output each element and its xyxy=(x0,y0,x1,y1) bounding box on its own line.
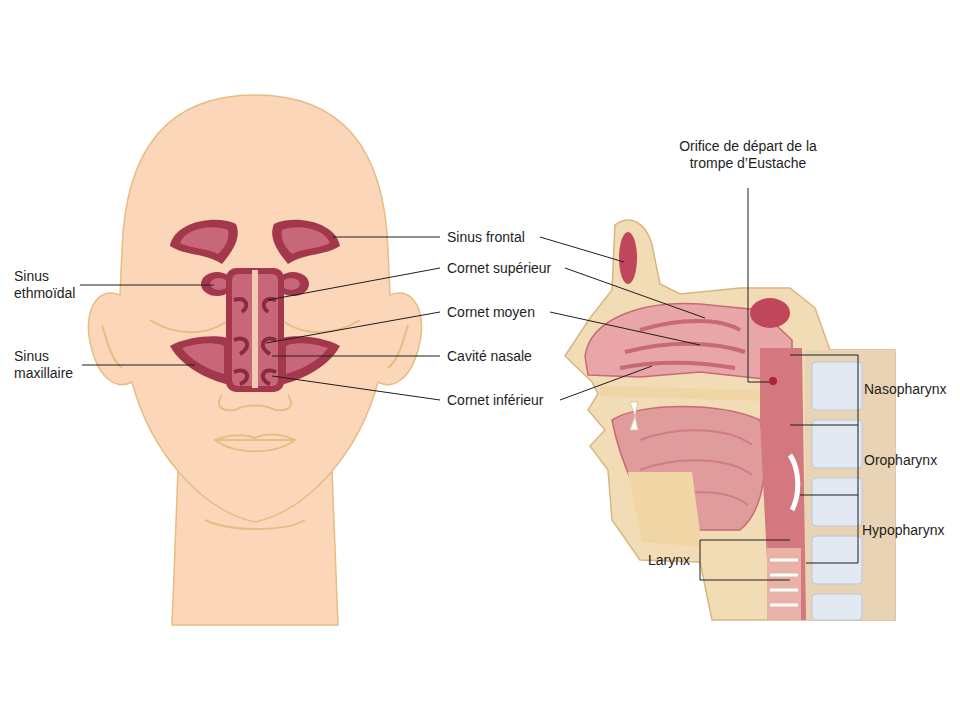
part-label: Oropharynx xyxy=(864,452,937,469)
part-label: Nasopharynx xyxy=(864,381,947,398)
part-label: Sinus maxillaire xyxy=(14,348,82,382)
part-label: Cornet moyen xyxy=(447,304,535,321)
part-label: Cornet inférieur xyxy=(447,392,544,409)
part-label: Cornet supérieur xyxy=(447,260,551,277)
part-label: Orifice de départ de la trompe d’Eustach… xyxy=(675,138,821,172)
part-label: Sinus ethmoïdal xyxy=(14,268,78,302)
part-label: Sinus frontal xyxy=(447,229,525,246)
part-label: Hypopharynx xyxy=(862,522,945,539)
part-label: Larynx xyxy=(648,552,690,569)
part-label: Cavité nasale xyxy=(447,348,532,365)
